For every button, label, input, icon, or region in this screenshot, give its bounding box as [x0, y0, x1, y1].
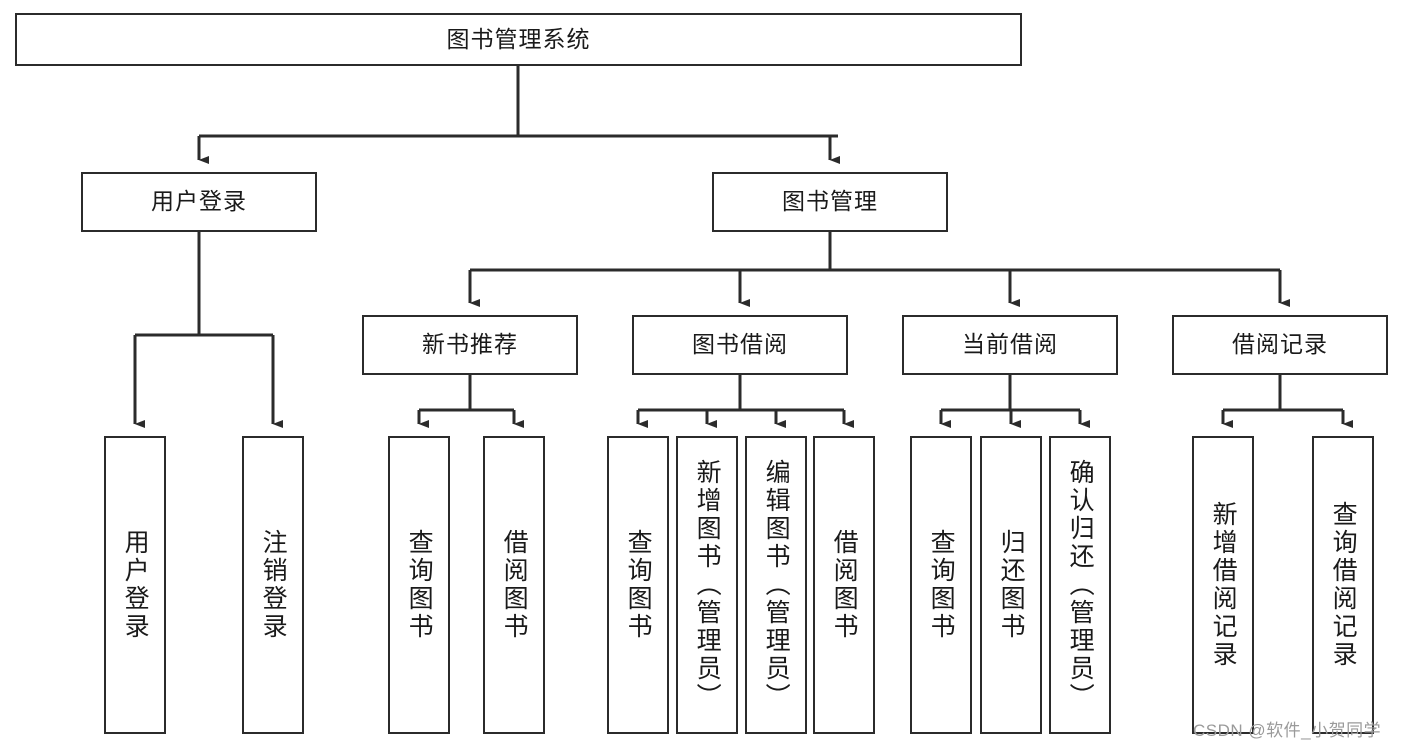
- node-user-login-label: 用户登录: [151, 188, 247, 215]
- wire-book-borrow-to-leaves: [636, 375, 855, 429]
- node-user-login-do[interactable]: 用户登录: [104, 436, 166, 734]
- node-current-borrow-label: 当前借阅: [962, 331, 1058, 358]
- node-borrow-records-label: 借阅记录: [1232, 331, 1328, 358]
- node-current-query-book[interactable]: 查询图书: [910, 436, 972, 734]
- wire-current-borrow-to-leaves: [939, 375, 1091, 429]
- node-current-confirm-return[interactable]: 确认归还（管理员）: [1049, 436, 1111, 734]
- node-root[interactable]: 图书管理系统: [15, 13, 1022, 66]
- node-borrow-borrow-book-label: 借阅图书: [830, 529, 859, 641]
- node-current-confirm-return-label: 确认归还（管理员）: [1066, 459, 1095, 711]
- node-user-logout[interactable]: 注销登录: [242, 436, 304, 734]
- node-book-borrow[interactable]: 图书借阅: [632, 315, 848, 375]
- node-book-management[interactable]: 图书管理: [712, 172, 948, 232]
- node-borrow-edit-book[interactable]: 编辑图书（管理员）: [745, 436, 807, 734]
- node-book-management-label: 图书管理: [782, 188, 878, 215]
- node-user-login[interactable]: 用户登录: [81, 172, 317, 232]
- wire-book-management-to-level3: [468, 232, 1291, 308]
- node-borrow-add-book[interactable]: 新增图书（管理员）: [676, 436, 738, 734]
- node-root-label: 图书管理系统: [446, 25, 591, 52]
- node-current-query-book-label: 查询图书: [927, 529, 956, 641]
- node-user-logout-label: 注销登录: [259, 529, 288, 641]
- node-borrow-records[interactable]: 借阅记录: [1172, 315, 1388, 375]
- node-current-return-book-label: 归还图书: [997, 529, 1026, 641]
- node-borrow-query-book[interactable]: 查询图书: [607, 436, 669, 734]
- node-records-add-label: 新增借阅记录: [1209, 501, 1238, 669]
- node-recommend-query-book-label: 查询图书: [405, 529, 434, 641]
- wire-root-to-level2: [197, 66, 841, 165]
- node-recommend-query-book[interactable]: 查询图书: [388, 436, 450, 734]
- wire-borrow-records-to-leaves: [1221, 375, 1354, 429]
- wire-new-book-recommend-to-leaves: [417, 375, 525, 429]
- node-records-query[interactable]: 查询借阅记录: [1312, 436, 1374, 734]
- node-recommend-borrow-book-label: 借阅图书: [500, 529, 529, 641]
- node-records-add[interactable]: 新增借阅记录: [1192, 436, 1254, 734]
- node-borrow-query-book-label: 查询图书: [624, 529, 653, 641]
- node-book-borrow-label: 图书借阅: [692, 331, 788, 358]
- node-borrow-borrow-book[interactable]: 借阅图书: [813, 436, 875, 734]
- node-borrow-edit-book-label: 编辑图书（管理员）: [762, 459, 791, 711]
- node-new-book-recommend[interactable]: 新书推荐: [362, 315, 578, 375]
- node-current-borrow[interactable]: 当前借阅: [902, 315, 1118, 375]
- watermark: CSDN @软件_小贺同学: [1193, 721, 1382, 740]
- node-borrow-add-book-label: 新增图书（管理员）: [693, 459, 722, 711]
- node-records-query-label: 查询借阅记录: [1329, 501, 1358, 669]
- node-user-login-do-label: 用户登录: [121, 529, 150, 641]
- node-recommend-borrow-book[interactable]: 借阅图书: [483, 436, 545, 734]
- node-current-return-book[interactable]: 归还图书: [980, 436, 1042, 734]
- wire-user-login-to-leaves: [133, 232, 284, 429]
- node-new-book-recommend-label: 新书推荐: [422, 331, 518, 358]
